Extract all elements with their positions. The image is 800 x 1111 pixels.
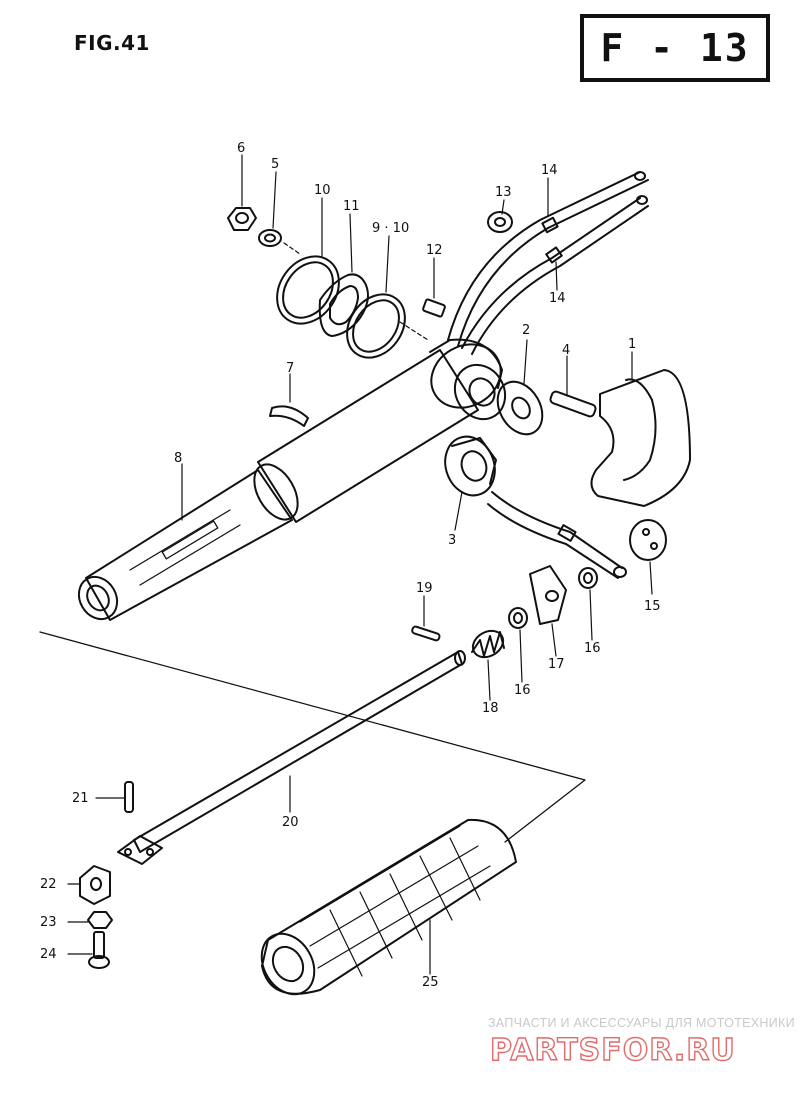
- pin-icon: [124, 781, 134, 813]
- tiller-cover-icon: [590, 369, 691, 507]
- part-label-15: 15: [644, 599, 661, 614]
- part-label-13: 13: [495, 185, 512, 200]
- block-icon: [79, 865, 111, 905]
- tiller-arm-icon: [77, 338, 507, 621]
- key-icon: [422, 298, 446, 318]
- control-rod-icon: [117, 650, 466, 865]
- throttle-cable-icon: [447, 171, 649, 355]
- part-label-14-upper: 14: [541, 163, 558, 178]
- lock-washer-icon: [258, 229, 282, 247]
- o-ring-icon: [346, 293, 406, 359]
- part-label-16-left: 16: [514, 683, 531, 698]
- collar-icon: [508, 607, 528, 629]
- bolt-icon: [88, 931, 110, 969]
- grommet-icon: [629, 519, 667, 561]
- part-label-1: 1: [628, 337, 636, 352]
- stop-cable-icon: [487, 491, 627, 579]
- part-label-10: 10: [314, 183, 331, 198]
- nut-icon: [87, 911, 113, 929]
- bushing-icon: [444, 435, 497, 497]
- part-label-21: 21: [72, 791, 89, 806]
- part-label-20: 20: [282, 815, 299, 830]
- bracket-icon: [529, 565, 567, 625]
- part-label-23: 23: [40, 915, 57, 930]
- part-label-8: 8: [174, 451, 182, 466]
- wave-washer-icon: [318, 273, 369, 337]
- spring-icon: [471, 629, 505, 659]
- part-label-24: 24: [40, 947, 57, 962]
- part-label-6: 6: [237, 141, 245, 156]
- part-label-14-lower: 14: [549, 291, 566, 306]
- handle-grip-icon: [260, 818, 517, 996]
- figure-label: FIG.41: [74, 31, 150, 55]
- part-label-25: 25: [422, 975, 439, 990]
- leader-lines: [67, 154, 653, 975]
- grommet-icon: [487, 211, 513, 233]
- part-label-9-10: 9 · 10: [372, 221, 409, 236]
- part-label-2: 2: [522, 323, 530, 338]
- part-label-3: 3: [448, 533, 456, 548]
- figure-code-box: F - 13: [580, 14, 770, 82]
- assembly-outline-line: [39, 631, 586, 843]
- part-label-12: 12: [426, 243, 443, 258]
- pin-icon: [549, 390, 597, 418]
- watermark-tagline: ЗАПЧАСТИ И АКСЕССУАРЫ ДЛЯ МОТОТЕХНИКИ: [488, 1016, 795, 1030]
- part-label-19: 19: [416, 581, 433, 596]
- thrust-washer-icon: [496, 380, 544, 436]
- part-label-18: 18: [482, 701, 499, 716]
- watermark-brand: PARTSFOR.RU: [490, 1033, 736, 1068]
- collar-icon: [578, 567, 598, 589]
- nut-icon: [227, 207, 257, 231]
- part-label-7: 7: [286, 361, 294, 376]
- part-label-4: 4: [562, 343, 570, 358]
- o-ring-icon: [276, 255, 340, 325]
- part-label-5: 5: [271, 157, 279, 172]
- part-label-11: 11: [343, 199, 360, 214]
- watermark-logo: PARTSFOR.RU: [490, 1032, 736, 1068]
- part-label-16-right: 16: [584, 641, 601, 656]
- part-label-22: 22: [40, 877, 57, 892]
- part-label-17: 17: [548, 657, 565, 672]
- clamp-band-icon: [269, 405, 309, 427]
- pin-icon: [411, 625, 441, 642]
